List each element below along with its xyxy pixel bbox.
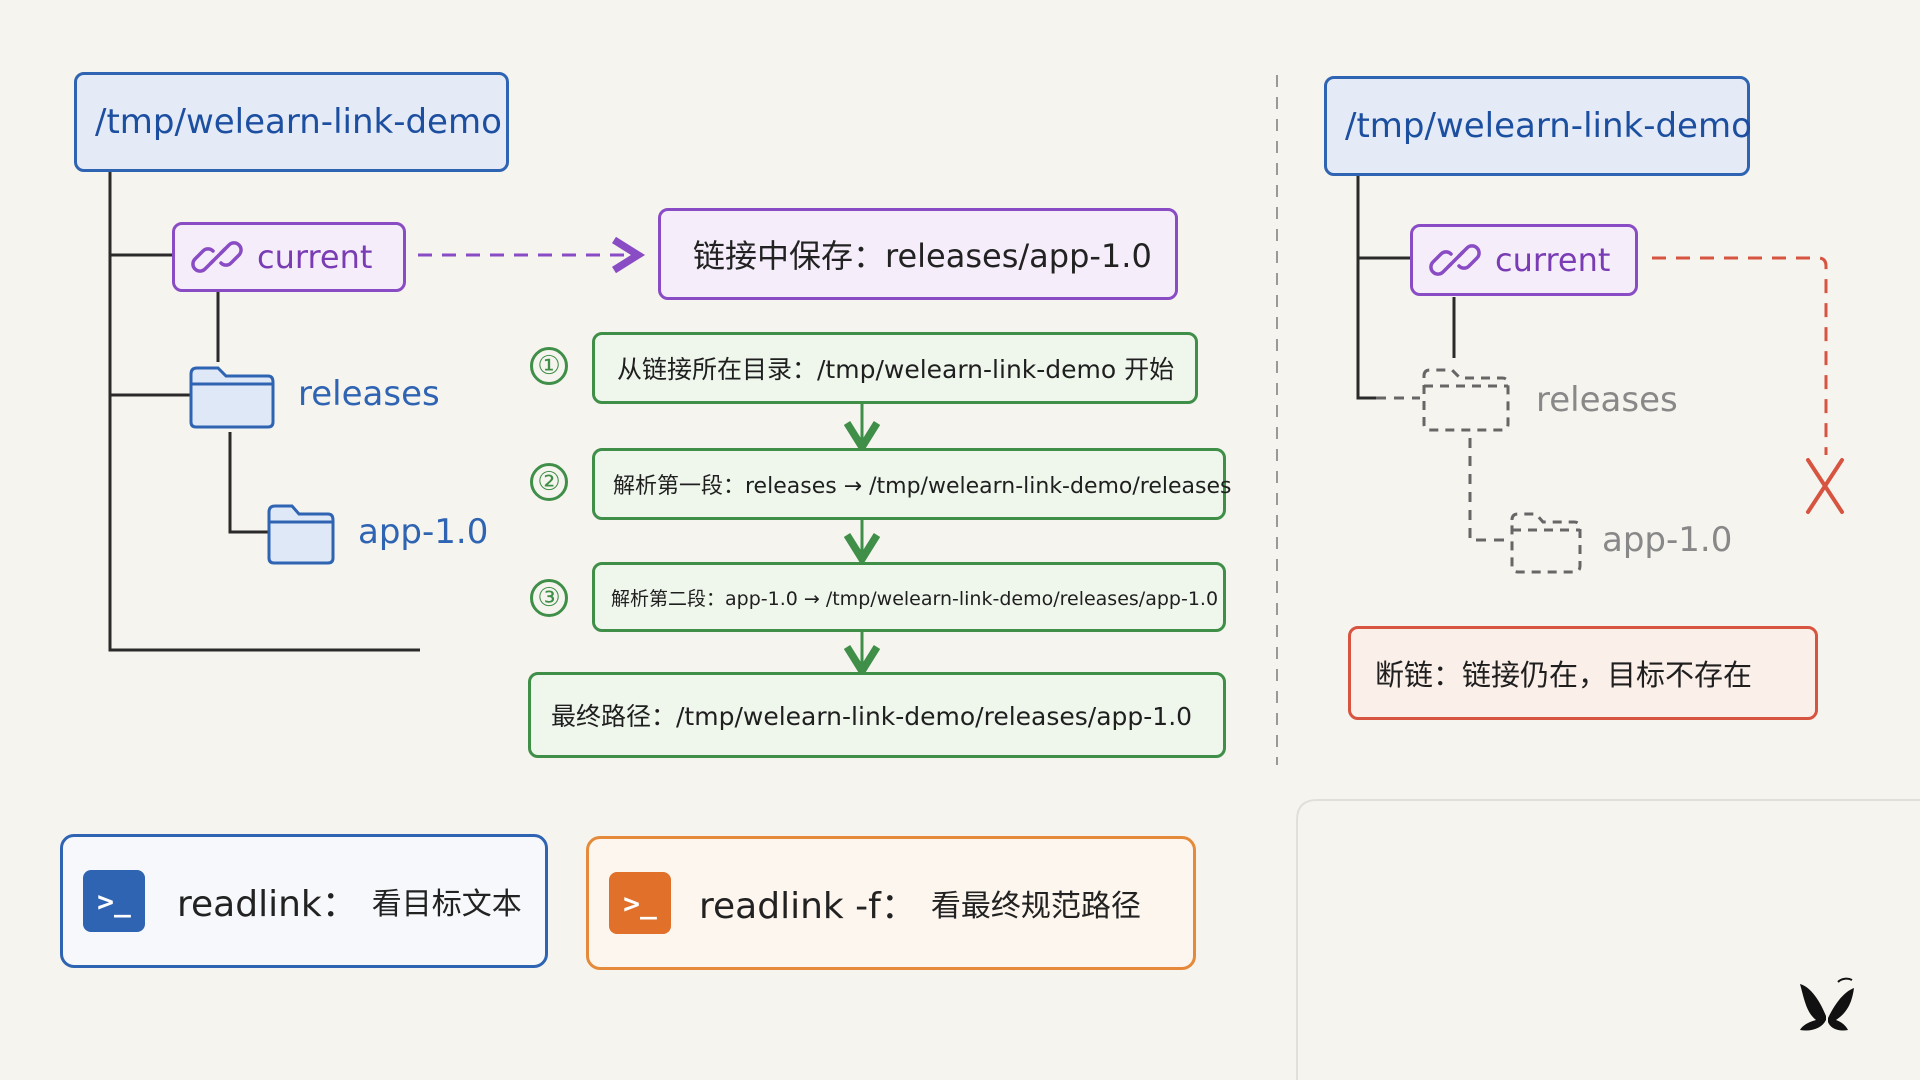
left-folder-app-label: app-1.0 (358, 512, 489, 552)
link-icon (1429, 244, 1481, 276)
broken-link-note-box: 断链：链接仍在，目标不存在 (1348, 626, 1818, 720)
left-root-path-box: /tmp/welearn-link-demo (74, 72, 509, 172)
folder-icon (1422, 368, 1510, 432)
step-2-box: 解析第一段：releases → /tmp/welearn-link-demo/… (592, 448, 1231, 520)
readlink-f-command-card: >_ readlink -f： 看最终规范路径 (586, 836, 1196, 970)
broken-link-line (1652, 256, 1828, 455)
final-path-box: 最终路径：/tmp/welearn-link-demo/releases/app… (528, 672, 1226, 758)
left-root-path: /tmp/welearn-link-demo (95, 102, 502, 142)
link-value-text: 链接中保存：releases/app-1.0 (693, 237, 1152, 275)
terminal-icon: >_ (83, 870, 145, 932)
step-3-box: 解析第二段：app-1.0 → /tmp/welearn-link-demo/r… (592, 562, 1226, 632)
step-1-text: 从链接所在目录：/tmp/welearn-link-demo 开始 (617, 355, 1175, 384)
left-folder-releases-label: releases (298, 374, 440, 414)
folder-icon (189, 366, 275, 429)
step-1-box: 从链接所在目录：/tmp/welearn-link-demo 开始 (592, 332, 1198, 404)
folder-icon (1510, 512, 1582, 574)
step-2-number: ② (530, 463, 568, 501)
readlink-f-description: 看最终规范路径 (930, 889, 1141, 924)
blank-panel (1296, 799, 1920, 1080)
terminal-icon: >_ (609, 872, 671, 934)
step-3-number: ③ (530, 579, 568, 617)
right-link-current-box: current (1410, 224, 1638, 296)
right-tree-broken-lines (1376, 396, 1508, 542)
readlink-description: 看目标文本 (371, 887, 522, 922)
x-mark-icon (1806, 458, 1844, 514)
readlink-f-command: readlink -f： (699, 886, 917, 927)
right-folder-releases-label: releases (1536, 380, 1678, 420)
link-icon (191, 241, 243, 273)
right-root-path: /tmp/welearn-link-demo (1345, 106, 1752, 146)
left-link-name: current (257, 238, 373, 276)
left-link-current-box: current (172, 222, 406, 292)
left-tree-lines (108, 170, 420, 652)
link-value-box: 链接中保存：releases/app-1.0 (658, 208, 1178, 300)
broken-link-note: 断链：链接仍在，目标不存在 (1375, 658, 1753, 692)
right-folder-app-label: app-1.0 (1602, 520, 1733, 560)
readlink-command-card: >_ readlink： 看目标文本 (60, 834, 548, 968)
readlink-command: readlink： (177, 884, 358, 925)
step-3-text: 解析第二段：app-1.0 → /tmp/welearn-link-demo/r… (611, 587, 1219, 610)
step-1-number: ① (530, 347, 568, 385)
right-tree-lines (1356, 176, 1456, 400)
right-root-path-box: /tmp/welearn-link-demo (1324, 76, 1752, 176)
butterfly-logo-icon (1800, 977, 1854, 1031)
final-path-text: 最终路径：/tmp/welearn-link-demo/releases/app… (551, 702, 1193, 731)
step-2-text: 解析第一段：releases → /tmp/welearn-link-demo/… (613, 474, 1232, 499)
folder-icon (267, 504, 335, 565)
right-link-name: current (1495, 241, 1611, 279)
